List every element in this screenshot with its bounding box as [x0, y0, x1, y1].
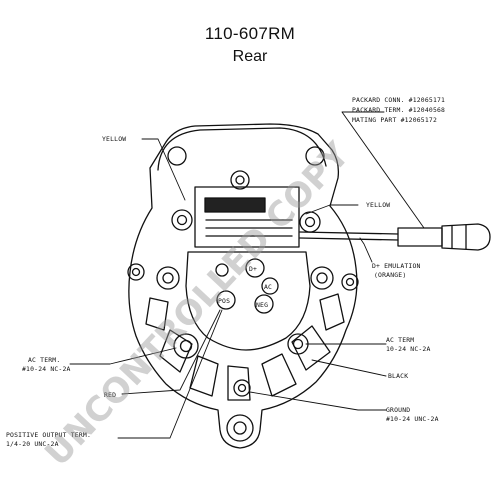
label-packard-conn: PACKARD CONN. #12065171: [352, 96, 445, 104]
ac-terminal-left-stud: [173, 333, 199, 359]
packard-connector-body: [397, 227, 443, 247]
leader-ac-left: [69, 347, 177, 365]
label-ac-term-left-thread: #10-24 NC-2A: [22, 365, 71, 373]
ground-stud: [233, 379, 251, 397]
housing-outline: [128, 123, 358, 449]
terminal-neg-label: NEG: [256, 301, 268, 309]
cooling-fin-3: [227, 365, 251, 401]
terminal-d-plus-label: D+: [249, 265, 257, 273]
stud-right: [310, 266, 334, 290]
label-ground: GROUND: [386, 406, 410, 414]
terminal-pos-label: POS: [218, 297, 230, 305]
label-mating-part: MATING PART #12065172: [352, 116, 437, 124]
label-d-plus-orange: (ORANGE): [374, 271, 406, 279]
leader-black: [311, 359, 387, 377]
regulator-body: [194, 186, 300, 248]
label-black: BLACK: [388, 372, 408, 380]
terminal-ac: [261, 277, 279, 295]
rectifier-plate: [185, 251, 311, 351]
cooling-fin-4: [261, 353, 297, 397]
leader-ground: [249, 391, 387, 411]
packard-connector-plug: [441, 223, 491, 251]
leader-yellow-right: [305, 204, 359, 215]
cooling-fin-7: [145, 297, 169, 331]
label-ac-term-right-thread: 10-24 NC-2A: [386, 345, 431, 353]
label-d-plus-emulation: D+ EMULATION: [372, 262, 421, 270]
label-yellow-left: YELLOW: [102, 135, 126, 143]
label-packard-term: PACKARD TERM. #12040568: [352, 106, 445, 114]
terminal-ac-label: AC: [264, 283, 272, 291]
view-subtitle: Rear: [232, 48, 268, 65]
cooling-fin-1: [159, 329, 193, 373]
leader-red: [121, 309, 221, 395]
lower-mount-hole: [226, 414, 254, 442]
label-ground-thread: #10-24 UNC-2A: [386, 415, 439, 423]
leader-yellow-left: [141, 138, 186, 201]
connector-wire-upper: [299, 231, 399, 235]
terminal-neg: [254, 294, 274, 314]
regulator-logo: [204, 197, 266, 213]
leader-packard: [341, 111, 425, 229]
cooling-fin-5: [291, 325, 331, 371]
stud-upper-left: [171, 209, 193, 231]
stud-left: [156, 266, 180, 290]
label-yellow-right: YELLOW: [366, 201, 390, 209]
cooling-fin-2: [189, 355, 219, 397]
terminal-d-plus: [245, 258, 265, 278]
leader-positive: [117, 309, 223, 439]
terminal-pos: [216, 290, 236, 310]
label-positive-thread: 1/4-20 UNC-2A: [6, 440, 59, 448]
terminal-small-left: [215, 263, 229, 277]
label-ac-term-right: AC TERM: [386, 336, 414, 344]
stud-top-center: [230, 170, 250, 190]
label-red: RED: [104, 391, 116, 399]
connector-wire-lower: [299, 237, 399, 241]
stud-far-left: [127, 263, 145, 281]
uncontrolled-copy-watermark: UNCONTROLLED COPY: [37, 135, 357, 475]
label-positive-output: POSITIVE OUTPUT TERM.: [6, 431, 91, 439]
leader-d-plus: [359, 237, 373, 263]
label-ac-term-left: AC TERM.: [28, 356, 60, 364]
part-number-title: 110-607RM: [204, 24, 296, 43]
stud-far-right: [341, 273, 359, 291]
mount-ear-hole-right: [305, 146, 325, 166]
cooling-fin-6: [319, 293, 345, 331]
mount-ear-hole-left: [167, 146, 187, 166]
